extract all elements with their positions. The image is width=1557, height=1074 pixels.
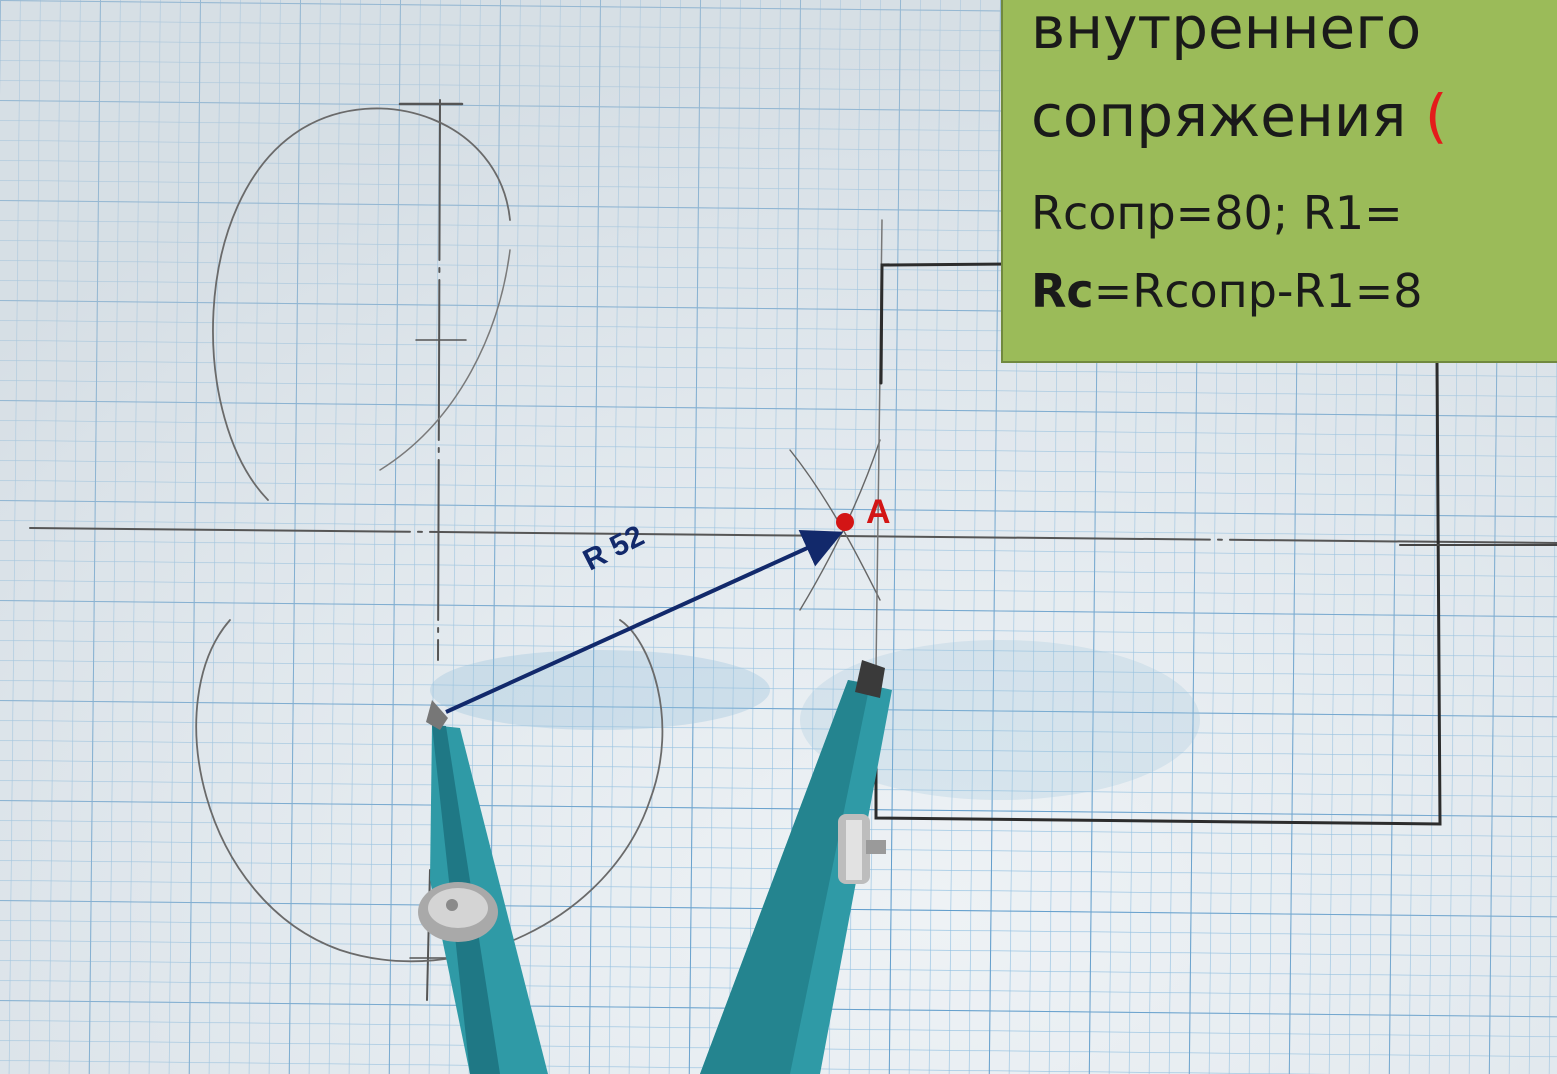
compass-tool	[418, 660, 892, 1074]
point-a-label: A	[866, 493, 891, 531]
caption-box: внутреннего сопряжения ( Rсопр=80; R1= R…	[1001, 0, 1557, 363]
caption-rc-bold: Rc	[1031, 264, 1094, 318]
caption-line-2-paren: (	[1406, 82, 1448, 150]
caption-line-2: сопряжения (	[1031, 82, 1448, 150]
caption-line-3: Rсопр=80; R1=	[1031, 186, 1403, 240]
caption-line-4: Rc=Rсопр-R1=8	[1031, 264, 1423, 318]
point-a-marker	[836, 513, 854, 531]
radius-arrow	[445, 530, 844, 714]
caption-line-2-main: сопряжения	[1031, 82, 1407, 150]
caption-line-4-rest: =Rсопр-R1=8	[1093, 264, 1423, 318]
caption-line-1: внутреннего	[1031, 0, 1422, 62]
